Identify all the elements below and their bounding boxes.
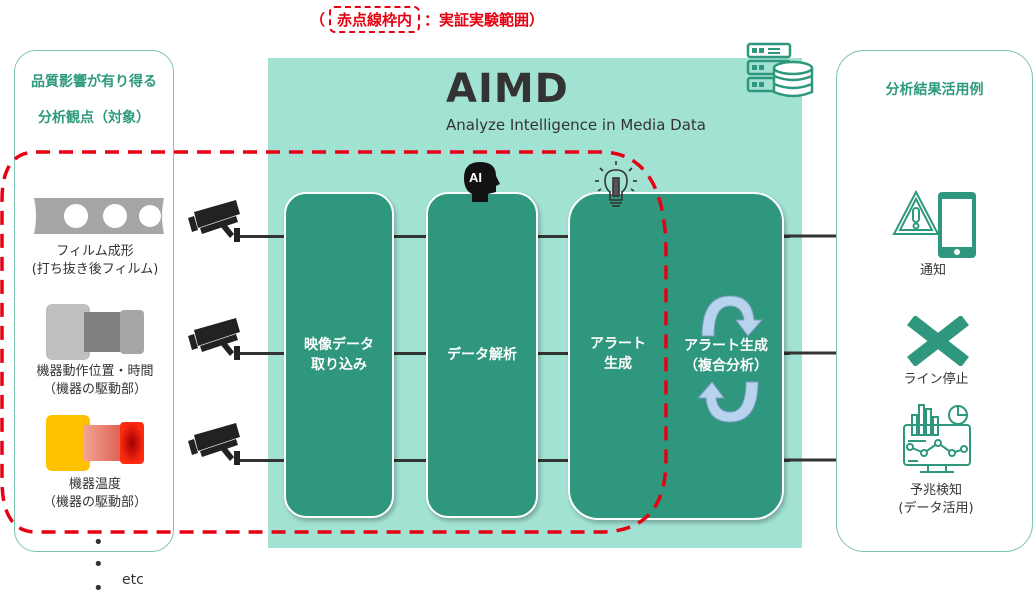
target-machine-position-label: 機器動作位置・時間 （機器の駆動部） bbox=[5, 363, 185, 399]
warning-smartphone-icon bbox=[892, 190, 976, 258]
target-film-line2: (打ち抜き後フィルム) bbox=[31, 262, 159, 277]
aimd-title: AIMD bbox=[446, 66, 569, 112]
right-panel-title: 分析結果活用例 bbox=[885, 82, 984, 98]
target-film-line1: フィルム成形 bbox=[56, 244, 134, 259]
etc-label: etc bbox=[122, 572, 144, 588]
output-predictive-label: 予兆検知 (データ活用) bbox=[876, 482, 996, 518]
film-punched-icon bbox=[34, 198, 164, 234]
step-composite-alert-label: アラート生成 （複合分析） bbox=[672, 336, 780, 376]
ellipsis-dot: • bbox=[93, 578, 104, 599]
step-video-ingest: 映像データ 取り込み bbox=[284, 192, 394, 518]
ai-icon-text: AI bbox=[469, 170, 482, 185]
machine-part-heat-icon bbox=[46, 415, 144, 471]
step-alert-line2: 生成 bbox=[604, 356, 632, 372]
analysis-targets-panel: 品質影響が有り得る 分析観点（対象） bbox=[14, 50, 174, 552]
step-data-analysis-line1: データ解析 bbox=[447, 347, 517, 363]
step-video-ingest-line2: 取り込み bbox=[311, 357, 367, 373]
output-line-stop-line1: ライン停止 bbox=[903, 372, 969, 387]
left-panel-title-line2: 分析観点（対象） bbox=[38, 110, 150, 126]
legend-rest-text: ：実証実験範囲） bbox=[424, 10, 545, 29]
target-machine-temp-line2: （機器の駆動部） bbox=[42, 495, 147, 510]
security-camera-icon bbox=[188, 200, 240, 242]
step-data-analysis: データ解析 bbox=[426, 192, 538, 518]
target-machine-position-line2: （機器の駆動部） bbox=[42, 382, 147, 397]
target-machine-position-line1: 機器動作位置・時間 bbox=[36, 364, 154, 379]
scope-legend: （ 赤点線枠内 ：実証実験範囲） bbox=[310, 4, 544, 34]
output-notify-line1: 通知 bbox=[919, 263, 946, 278]
ellipsis-dot: • bbox=[93, 532, 104, 553]
output-notify-label: 通知 bbox=[873, 262, 993, 280]
lightbulb-icon bbox=[595, 161, 637, 207]
result-usage-panel: 分析結果活用例 bbox=[836, 50, 1033, 552]
ellipsis-dot: • bbox=[93, 554, 104, 575]
output-line-stop-label: ライン停止 bbox=[876, 371, 996, 389]
legend-open-paren: （ bbox=[310, 10, 326, 29]
step-alert-line1: アラート bbox=[590, 336, 646, 352]
security-camera-icon bbox=[188, 318, 240, 360]
target-machine-temp-label: 機器温度 （機器の駆動部） bbox=[5, 476, 185, 512]
target-machine-temp-line1: 機器温度 bbox=[68, 477, 121, 492]
step-video-ingest-line1: 映像データ bbox=[304, 337, 374, 353]
server-database-icon bbox=[746, 42, 814, 98]
cycle-arrows-icon bbox=[696, 295, 764, 423]
security-camera-icon bbox=[188, 423, 240, 465]
x-stop-icon bbox=[907, 316, 969, 366]
output-predictive-line1: 予兆検知 bbox=[909, 483, 962, 498]
ai-head-icon: AI bbox=[464, 162, 500, 202]
step-alert-label: アラート 生成 bbox=[568, 334, 668, 374]
step-composite-line1: アラート生成 bbox=[684, 338, 768, 354]
target-film-label: フィルム成形 (打ち抜き後フィルム) bbox=[5, 243, 185, 279]
left-panel-title-line1: 品質影響が有り得る bbox=[31, 74, 157, 90]
step-alert-generation bbox=[568, 192, 784, 520]
step-composite-line2: （複合分析） bbox=[684, 358, 768, 374]
monitor-analytics-icon bbox=[903, 404, 971, 473]
machine-part-gray-icon bbox=[46, 304, 144, 360]
legend-boxed-text: 赤点線枠内 bbox=[329, 5, 421, 33]
output-predictive-line2: (データ活用) bbox=[898, 501, 974, 516]
aimd-subtitle: Analyze Intelligence in Media Data bbox=[446, 116, 706, 134]
